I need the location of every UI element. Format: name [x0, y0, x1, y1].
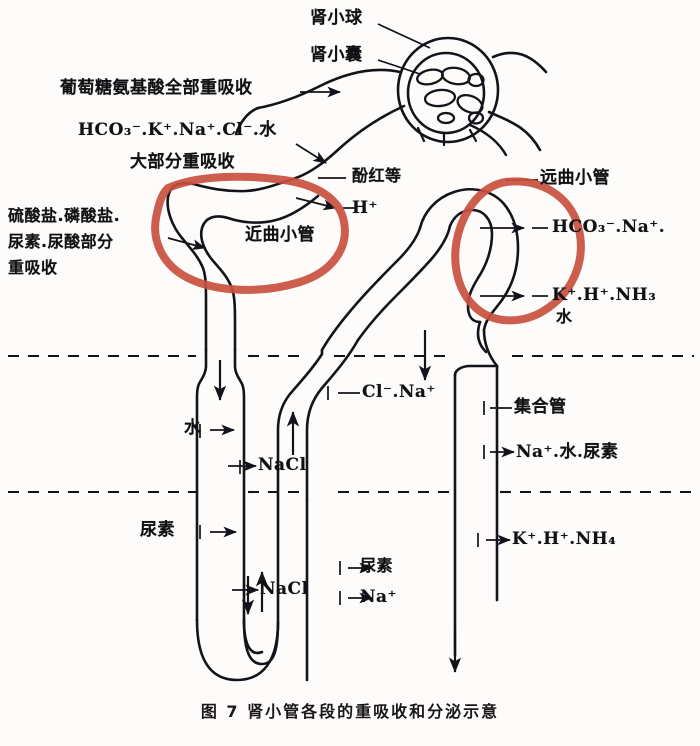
label-water-left: 水	[184, 418, 202, 438]
label-glomerulus: 肾小球	[310, 8, 363, 28]
red-circle-proximal-tubule	[151, 172, 349, 294]
leader-sulfate	[167, 237, 206, 250]
glomerulus-group	[256, 36, 548, 180]
leader-bowman	[377, 59, 421, 75]
red-circle-distal-tubule	[451, 177, 585, 325]
leader-glomerulus	[377, 23, 431, 49]
figure-caption: 图 7 肾小管各段的重吸收和分泌示意	[200, 702, 500, 721]
label-bicarb-line: HCO₃⁻.K⁺.Na⁺.Cl⁻.水	[78, 120, 277, 140]
label-distal-secrete-1: HCO₃⁻.Na⁺.	[552, 217, 666, 237]
label-urea-uricacid: 尿素.尿酸部分	[8, 232, 114, 251]
label-na-mid: Na⁺	[360, 587, 398, 607]
bowman-capsule-outline	[396, 36, 500, 144]
label-mostly-reabsorbed: 大部分重吸收	[130, 152, 235, 172]
label-na-water-urea: Na⁺.水.尿素	[516, 442, 619, 462]
label-h-ion: H⁺	[352, 198, 379, 218]
label-bowman-capsule: 肾小囊	[310, 45, 363, 65]
leader-bicarb	[295, 143, 327, 164]
label-k-h-nh4: K⁺.H⁺.NH₄	[512, 529, 617, 549]
label-proximal-tubule: 近曲小管	[245, 225, 315, 245]
zone-dashed-lines	[8, 354, 694, 494]
label-phenol-red: 酚红等	[352, 166, 402, 185]
proximal-convoluted-tubule	[166, 106, 320, 682]
label-nacl-upper: NaCl	[258, 455, 307, 475]
label-sulfate-phosphate: 硫酸盐.磷酸盐.	[8, 206, 121, 225]
highlight-circles	[151, 172, 585, 325]
collecting-duct	[453, 364, 499, 657]
label-urea-mid: 尿素	[360, 556, 394, 575]
label-cl-na: Cl⁻.Na⁺	[362, 382, 436, 402]
label-glucose-aminoacid: 葡萄糖氨基酸全部重吸收	[60, 78, 253, 98]
label-urea-left: 尿素	[140, 520, 175, 540]
capillary-tuft	[416, 66, 485, 125]
label-distal-secrete-2: K⁺.H⁺.NH₃	[552, 285, 657, 305]
capsular-space-outline	[406, 51, 486, 135]
label-collecting-duct: 集合管	[514, 397, 567, 417]
label-reabsorbed: 重吸收	[8, 258, 58, 277]
label-water-right: 水	[556, 307, 573, 326]
leader-hplus	[295, 197, 337, 211]
label-nacl-lower: NaCl	[260, 579, 309, 599]
label-distal-tubule: 远曲小管	[540, 168, 610, 188]
ascending-limb	[276, 224, 452, 682]
